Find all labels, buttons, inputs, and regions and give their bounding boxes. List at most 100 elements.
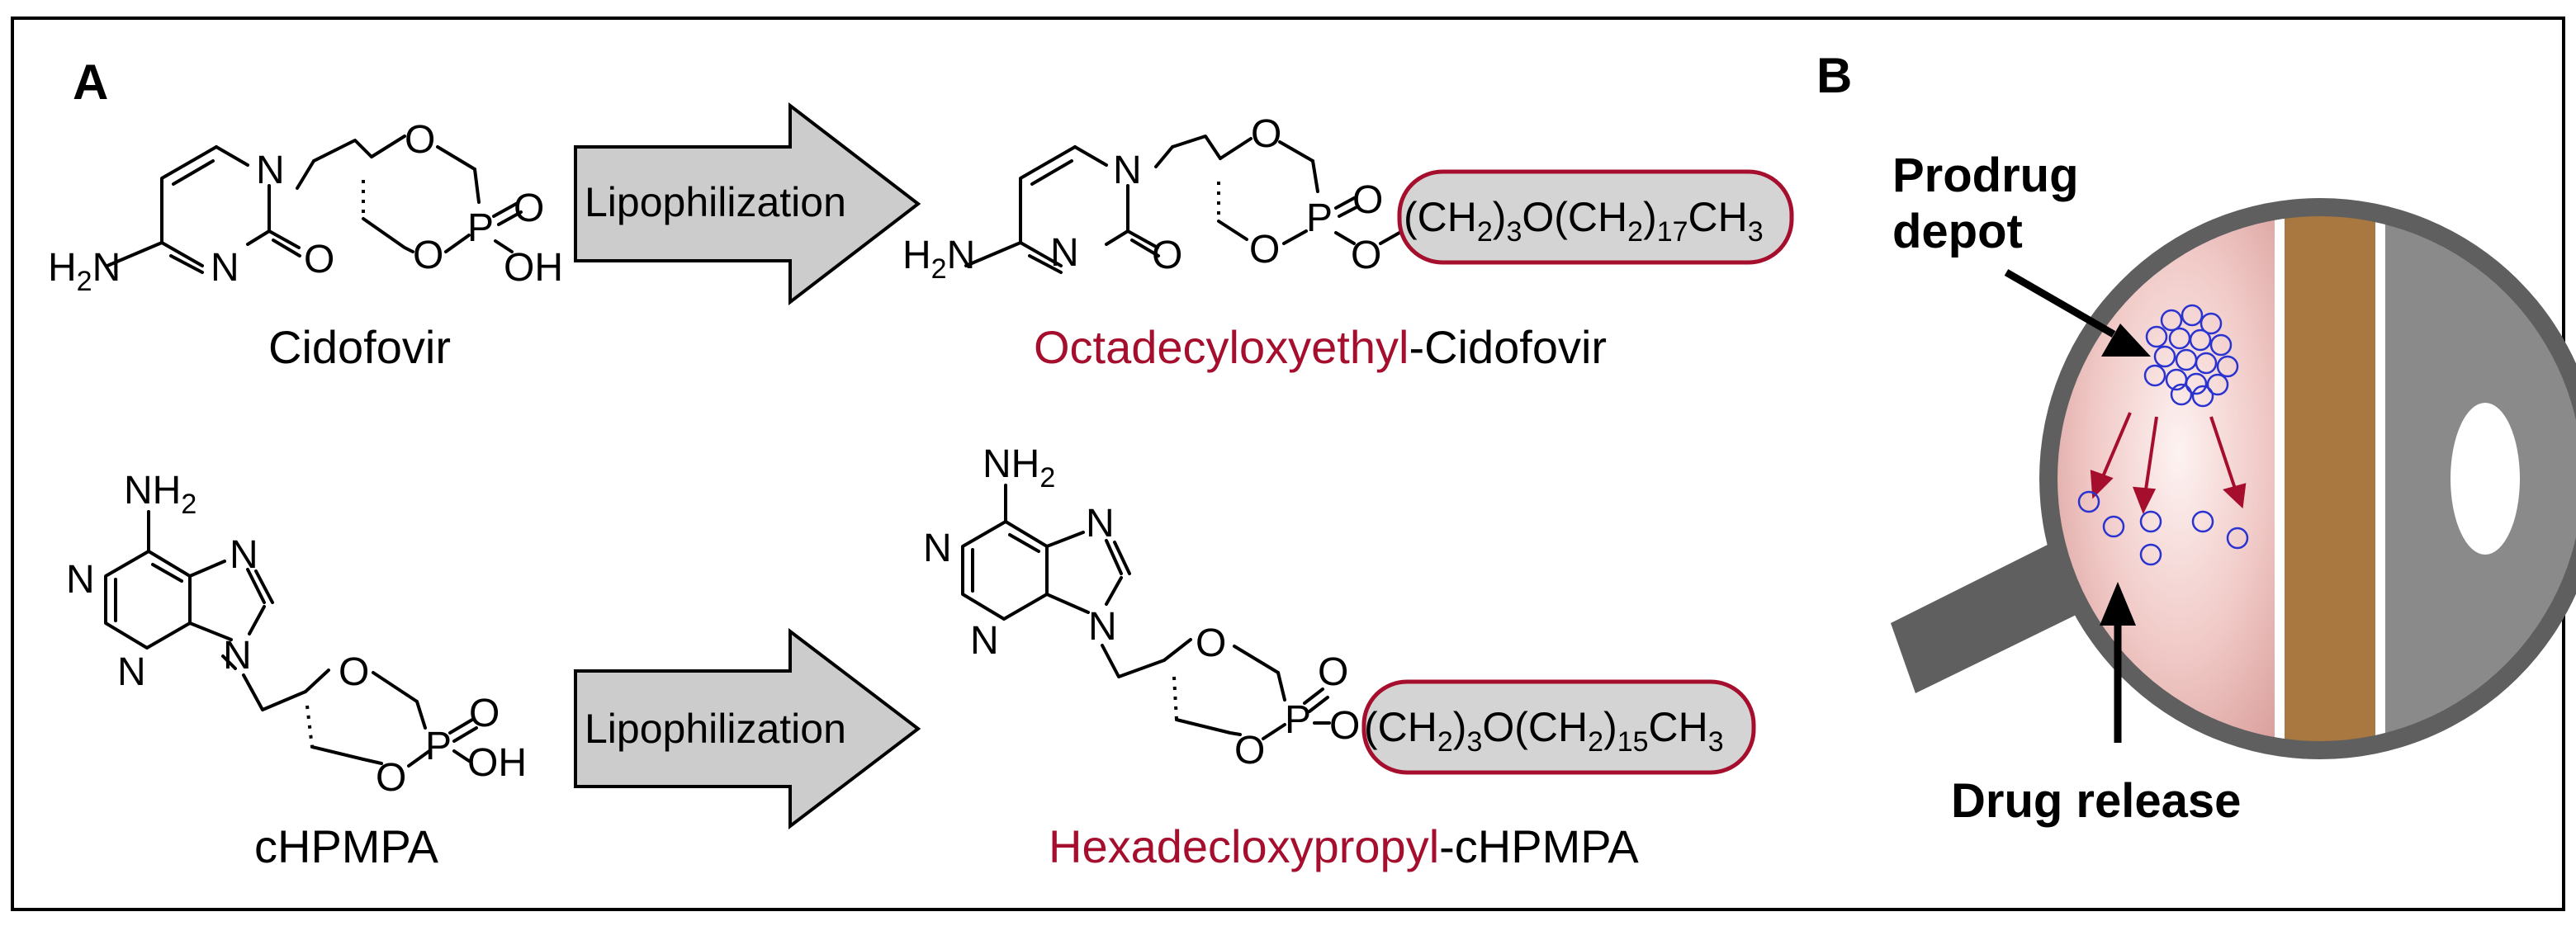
atom-o: O bbox=[413, 234, 443, 277]
released-particle bbox=[2139, 543, 2162, 566]
atom-n: N bbox=[66, 558, 95, 602]
lipid-chain-bottom: (CH2)3O(CH2)15CH3 bbox=[1364, 704, 1724, 758]
atom-o: O bbox=[304, 238, 334, 281]
atom-o: O bbox=[1329, 704, 1360, 748]
release-arrowhead bbox=[2090, 470, 2114, 499]
atom-subscript: 2 bbox=[1039, 462, 1055, 494]
chain-subscript: 2 bbox=[1477, 216, 1493, 248]
atom-n: N bbox=[970, 619, 999, 663]
release-arrowhead bbox=[2132, 486, 2157, 514]
chain-subscript: 2 bbox=[1627, 216, 1643, 248]
prodrug-depot-cluster bbox=[2143, 304, 2239, 408]
atom-p: P bbox=[1285, 698, 1311, 742]
depot-particle bbox=[2143, 364, 2166, 387]
prodrug-label-line1: Prodrug bbox=[1892, 149, 2079, 202]
depot-particle bbox=[2195, 352, 2218, 375]
atom-oh: OH bbox=[467, 741, 527, 785]
lipid-chain-top: (CH2)3O(CH2)17CH3 bbox=[1404, 194, 1764, 248]
chain-part: ) bbox=[1643, 194, 1657, 240]
lipophilization-arrow-bottom: Lipophilization bbox=[574, 627, 921, 830]
atom-o: O bbox=[514, 187, 544, 230]
hdpchpmpa-suffix: -cHPMPA bbox=[1439, 820, 1639, 872]
eye-diagram bbox=[1891, 198, 2576, 759]
chain-subscript: 3 bbox=[1466, 726, 1482, 758]
atom-nh: NH bbox=[124, 469, 181, 513]
chpmpa-structure: NH2 N N N N O O P O OH bbox=[66, 469, 527, 800]
depot-particle bbox=[2216, 355, 2239, 378]
release-pointer-head bbox=[2100, 582, 2136, 626]
release-arrowhead bbox=[2223, 483, 2247, 509]
drug-release-label: Drug release bbox=[1951, 774, 2241, 828]
lipid-chain-capsule-bottom bbox=[1361, 679, 1756, 775]
hdpchpmpa-prefix: Hexadecloxypropyl bbox=[1049, 820, 1439, 872]
atom-h: H bbox=[902, 234, 931, 277]
odecdv-suffix: -Cidofovir bbox=[1409, 321, 1607, 373]
chain-subscript: 3 bbox=[1708, 726, 1724, 758]
atom-nh: NH bbox=[983, 442, 1039, 486]
chain-subscript: 2 bbox=[1588, 726, 1603, 758]
atom-o: O bbox=[1351, 234, 1381, 277]
atom-n: N bbox=[1113, 149, 1142, 192]
atom-n: N bbox=[223, 634, 252, 678]
depot-particle bbox=[2191, 385, 2214, 408]
panel-label-b: B bbox=[1816, 48, 1852, 103]
chain-part: ) bbox=[1493, 194, 1507, 240]
depot-particle bbox=[2189, 328, 2212, 352]
atom-o: O bbox=[1249, 228, 1280, 272]
chain-subscript: 15 bbox=[1617, 726, 1649, 758]
depot-particle bbox=[2170, 383, 2193, 406]
chain-part: ) bbox=[1453, 704, 1467, 750]
svg-text:H2N: H2N bbox=[48, 246, 121, 297]
atom-subscript: 2 bbox=[931, 253, 947, 285]
chain-part: (CH bbox=[1404, 194, 1477, 240]
depot-particle bbox=[2181, 304, 2204, 327]
chain-subscript: 3 bbox=[1506, 216, 1522, 248]
atom-subscript: 2 bbox=[77, 266, 92, 297]
svg-text:NH2: NH2 bbox=[124, 469, 197, 520]
atom-o: O bbox=[339, 650, 369, 694]
chain-subscript: 17 bbox=[1657, 216, 1688, 248]
atom-o: O bbox=[1251, 112, 1281, 156]
lipid-chain-capsule-top bbox=[1397, 169, 1794, 265]
lens bbox=[2285, 216, 2375, 741]
atom-n: N bbox=[947, 234, 976, 277]
depot-particle bbox=[2200, 312, 2223, 335]
depot-particle bbox=[2206, 373, 2229, 396]
atom-subscript: 2 bbox=[181, 489, 197, 520]
released-particle bbox=[2226, 527, 2249, 550]
chain-subscript: 3 bbox=[1748, 216, 1764, 248]
atom-o: O bbox=[376, 756, 406, 800]
depot-particle bbox=[2153, 345, 2176, 368]
lipophilization-arrow-top: Lipophilization bbox=[574, 102, 921, 306]
atom-h: H bbox=[48, 246, 77, 290]
hdpchpmpa-label: Hexadecloxypropyl-cHPMPA bbox=[1049, 820, 1639, 872]
pupil bbox=[2451, 403, 2520, 555]
depot-particle bbox=[2145, 325, 2168, 348]
atom-n: N bbox=[117, 650, 146, 694]
atom-o: O bbox=[1234, 729, 1265, 772]
chain-subscript: 2 bbox=[1437, 726, 1453, 758]
chain-part: ) bbox=[1603, 704, 1617, 750]
atom-n: N bbox=[1086, 502, 1115, 546]
atom-n: N bbox=[923, 527, 952, 570]
atom-n: N bbox=[1050, 231, 1079, 275]
chain-part: CH bbox=[1688, 194, 1748, 240]
released-particle bbox=[2077, 490, 2100, 513]
atom-p: P bbox=[425, 725, 452, 768]
atom-o: O bbox=[405, 118, 435, 162]
prodrug-pointer-line bbox=[2004, 269, 2116, 338]
panel-label-a: A bbox=[73, 54, 108, 110]
chain-part: O(CH bbox=[1522, 194, 1627, 240]
atom-n: N bbox=[92, 246, 121, 290]
atom-o: O bbox=[1152, 234, 1182, 277]
cidofovir-label: Cidofovir bbox=[268, 321, 451, 373]
arrow-label-bottom: Lipophilization bbox=[585, 706, 846, 752]
atom-o: O bbox=[1196, 621, 1226, 665]
cidofovir-structure: N N O H2N O O P O OH bbox=[48, 118, 563, 297]
odecdv-prefix: Octadecyloxyethyl bbox=[1034, 321, 1409, 373]
optic-nerve bbox=[1891, 536, 2093, 693]
lens-white-band bbox=[2375, 216, 2385, 741]
odecdv-label: Octadecyloxyethyl-Cidofovir bbox=[1034, 321, 1607, 373]
